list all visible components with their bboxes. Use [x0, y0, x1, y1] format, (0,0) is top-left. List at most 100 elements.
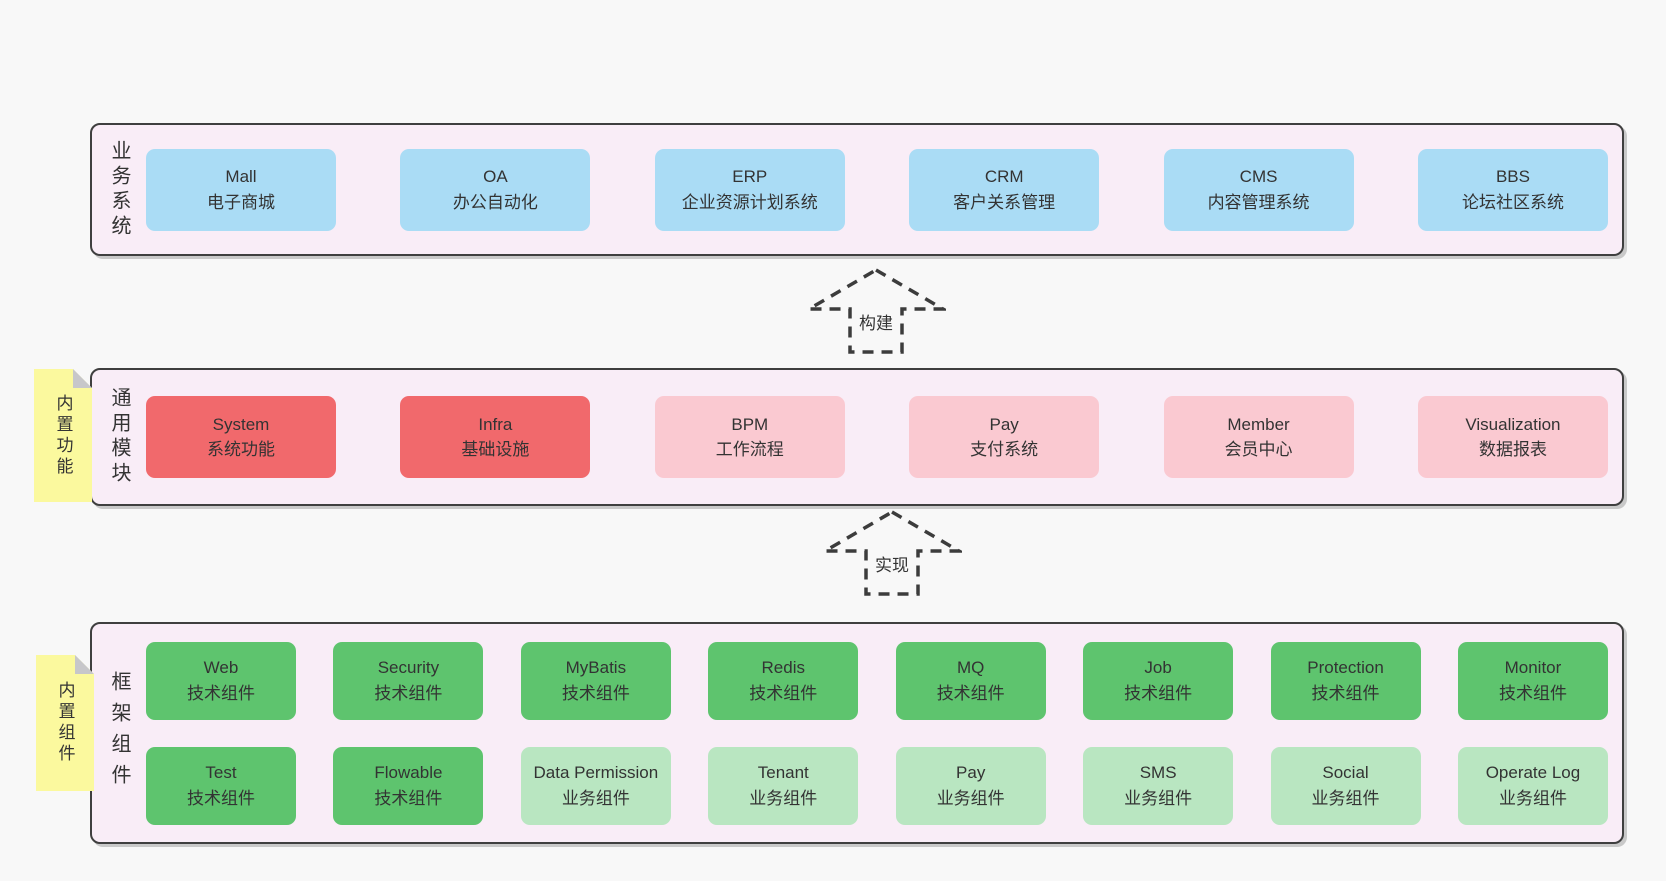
- box-title: Monitor: [1504, 658, 1562, 677]
- box-subtitle: 技术组件: [187, 683, 255, 703]
- box-subtitle: 客户关系管理: [953, 192, 1056, 212]
- business-systems-row: Mall 电子商城 OA 办公自动化 ERP 企业资源计划系统 CRM 客户关系…: [146, 148, 1622, 231]
- box-title: Redis: [761, 658, 805, 677]
- box-sms: SMS 业务组件: [1083, 746, 1234, 825]
- box-system: System 系统功能: [146, 396, 336, 478]
- box-subtitle: 技术组件: [1311, 683, 1380, 703]
- box-title: Mall: [225, 167, 257, 186]
- box-title: Member: [1227, 414, 1290, 434]
- box-subtitle: 技术组件: [374, 788, 443, 808]
- box-title: Test: [205, 763, 237, 782]
- box-subtitle: 电子商城: [207, 192, 275, 212]
- box-subtitle: 办公自动化: [452, 192, 538, 212]
- box-operate-log: Operate Log 业务组件: [1457, 746, 1608, 825]
- box-subtitle: 支付系统: [970, 440, 1039, 459]
- box-member: Member 会员中心: [1163, 396, 1354, 478]
- box-crm: CRM 客户关系管理: [909, 148, 1100, 231]
- box-subtitle: 技术组件: [187, 788, 255, 808]
- box-subtitle: 技术组件: [374, 683, 443, 703]
- box-title: Job: [1144, 658, 1172, 677]
- box-subtitle: 基础设施: [461, 440, 530, 459]
- box-subtitle: 业务组件: [1498, 788, 1567, 808]
- box-social: Social 业务组件: [1270, 746, 1421, 825]
- box-bpm: BPM 工作流程: [654, 396, 845, 478]
- sticky-note-builtin-features: 内置功能: [34, 369, 92, 502]
- arrow-implement: 实现: [822, 508, 962, 598]
- box-title: BBS: [1495, 167, 1530, 186]
- box-title: Security: [377, 658, 440, 677]
- box-subtitle: 业务组件: [749, 788, 818, 808]
- up-arrow-icon: [822, 509, 962, 596]
- box-title: Tenant: [757, 763, 809, 782]
- box-title: Social: [1322, 763, 1369, 782]
- band-label-text: 通用模块: [108, 387, 130, 487]
- box-flowable: Flowable 技术组件: [333, 746, 484, 825]
- box-subtitle: 内容管理系统: [1207, 192, 1310, 212]
- box-title: OA: [483, 167, 508, 186]
- box-title: CMS: [1239, 167, 1278, 186]
- box-web: Web 技术组件: [146, 641, 296, 720]
- box-erp: ERP 企业资源计划系统: [654, 148, 845, 231]
- box-visualization: Visualization 数据报表: [1417, 396, 1608, 478]
- box-subtitle: 系统功能: [207, 440, 275, 459]
- box-oa: OA 办公自动化: [400, 148, 591, 231]
- box-monitor: Monitor 技术组件: [1457, 641, 1608, 720]
- box-subtitle: 论坛社区系统: [1461, 192, 1564, 212]
- box-pay: Pay 支付系统: [909, 396, 1100, 478]
- box-title: Data Permission: [533, 763, 659, 782]
- arrow-label: 构建: [854, 308, 898, 335]
- band-label-framework-components: 框架组件: [92, 624, 146, 842]
- box-protection: Protection 技术组件: [1270, 641, 1421, 720]
- band-label-text: 业务系统: [108, 139, 130, 240]
- band-label-common-modules: 通用模块: [92, 370, 146, 504]
- sticky-note-text: 内置组件: [55, 681, 75, 765]
- box-subtitle: 工作流程: [715, 440, 784, 459]
- up-arrow-icon: [806, 267, 946, 354]
- box-subtitle: 业务组件: [936, 788, 1005, 808]
- arrow-build: 构建: [806, 266, 946, 356]
- box-subtitle: 会员中心: [1224, 440, 1293, 459]
- box-title: Pay: [956, 763, 986, 782]
- box-security: Security 技术组件: [333, 641, 484, 720]
- framework-components-rows: Web 技术组件 Security 技术组件 MyBatis 技术组件 Redi…: [146, 641, 1622, 825]
- band-business-systems: 业务系统 Mall 电子商城 OA 办公自动化 ERP 企业资源计划系统 CRM…: [90, 123, 1624, 256]
- box-mq: MQ 技术组件: [895, 641, 1046, 720]
- box-subtitle: 业务组件: [561, 788, 630, 808]
- box-mybatis: MyBatis 技术组件: [520, 641, 671, 720]
- box-infra: Infra 基础设施: [400, 396, 591, 478]
- box-subtitle: 数据报表: [1478, 440, 1547, 459]
- box-title: System: [212, 414, 270, 434]
- box-tenant: Tenant 业务组件: [708, 746, 859, 825]
- box-title: Flowable: [374, 763, 443, 782]
- box-title: Web: [203, 658, 239, 677]
- box-subtitle: 技术组件: [749, 683, 818, 703]
- box-title: SMS: [1139, 763, 1177, 782]
- box-bbs: BBS 论坛社区系统: [1417, 148, 1608, 231]
- box-title: Visualization: [1465, 414, 1561, 434]
- box-pay-biz: Pay 业务组件: [895, 746, 1046, 825]
- box-test: Test 技术组件: [146, 746, 296, 825]
- box-subtitle: 技术组件: [1124, 683, 1193, 703]
- box-title: MyBatis: [565, 658, 627, 677]
- common-modules-row: System 系统功能 Infra 基础设施 BPM 工作流程 Pay 支付系统…: [146, 396, 1622, 478]
- box-title: Pay: [989, 414, 1019, 434]
- sticky-note-builtin-components: 内置组件: [36, 655, 94, 791]
- box-title: ERP: [732, 167, 768, 186]
- sticky-note-text: 内置功能: [53, 393, 73, 478]
- band-framework-components: 框架组件 Web 技术组件 Security 技术组件 MyBatis 技术组件…: [90, 622, 1624, 844]
- box-subtitle: 技术组件: [936, 683, 1005, 703]
- arrow-label: 实现: [870, 550, 914, 577]
- box-title: BPM: [731, 414, 769, 434]
- band-common-modules: 通用模块 System 系统功能 Infra 基础设施 BPM 工作流程 Pay…: [90, 368, 1624, 506]
- box-data-permission: Data Permission 业务组件: [520, 746, 671, 825]
- box-title: Operate Log: [1485, 763, 1581, 782]
- box-subtitle: 企业资源计划系统: [681, 192, 818, 212]
- box-cms: CMS 内容管理系统: [1163, 148, 1354, 231]
- box-job: Job 技术组件: [1083, 641, 1234, 720]
- box-subtitle: 业务组件: [1311, 788, 1380, 808]
- box-subtitle: 业务组件: [1124, 788, 1193, 808]
- box-subtitle: 技术组件: [1498, 683, 1567, 703]
- box-title: Protection: [1307, 658, 1384, 677]
- framework-components-row-2: Test 技术组件 Flowable 技术组件 Data Permission …: [146, 746, 1608, 825]
- box-title: MQ: [956, 658, 985, 677]
